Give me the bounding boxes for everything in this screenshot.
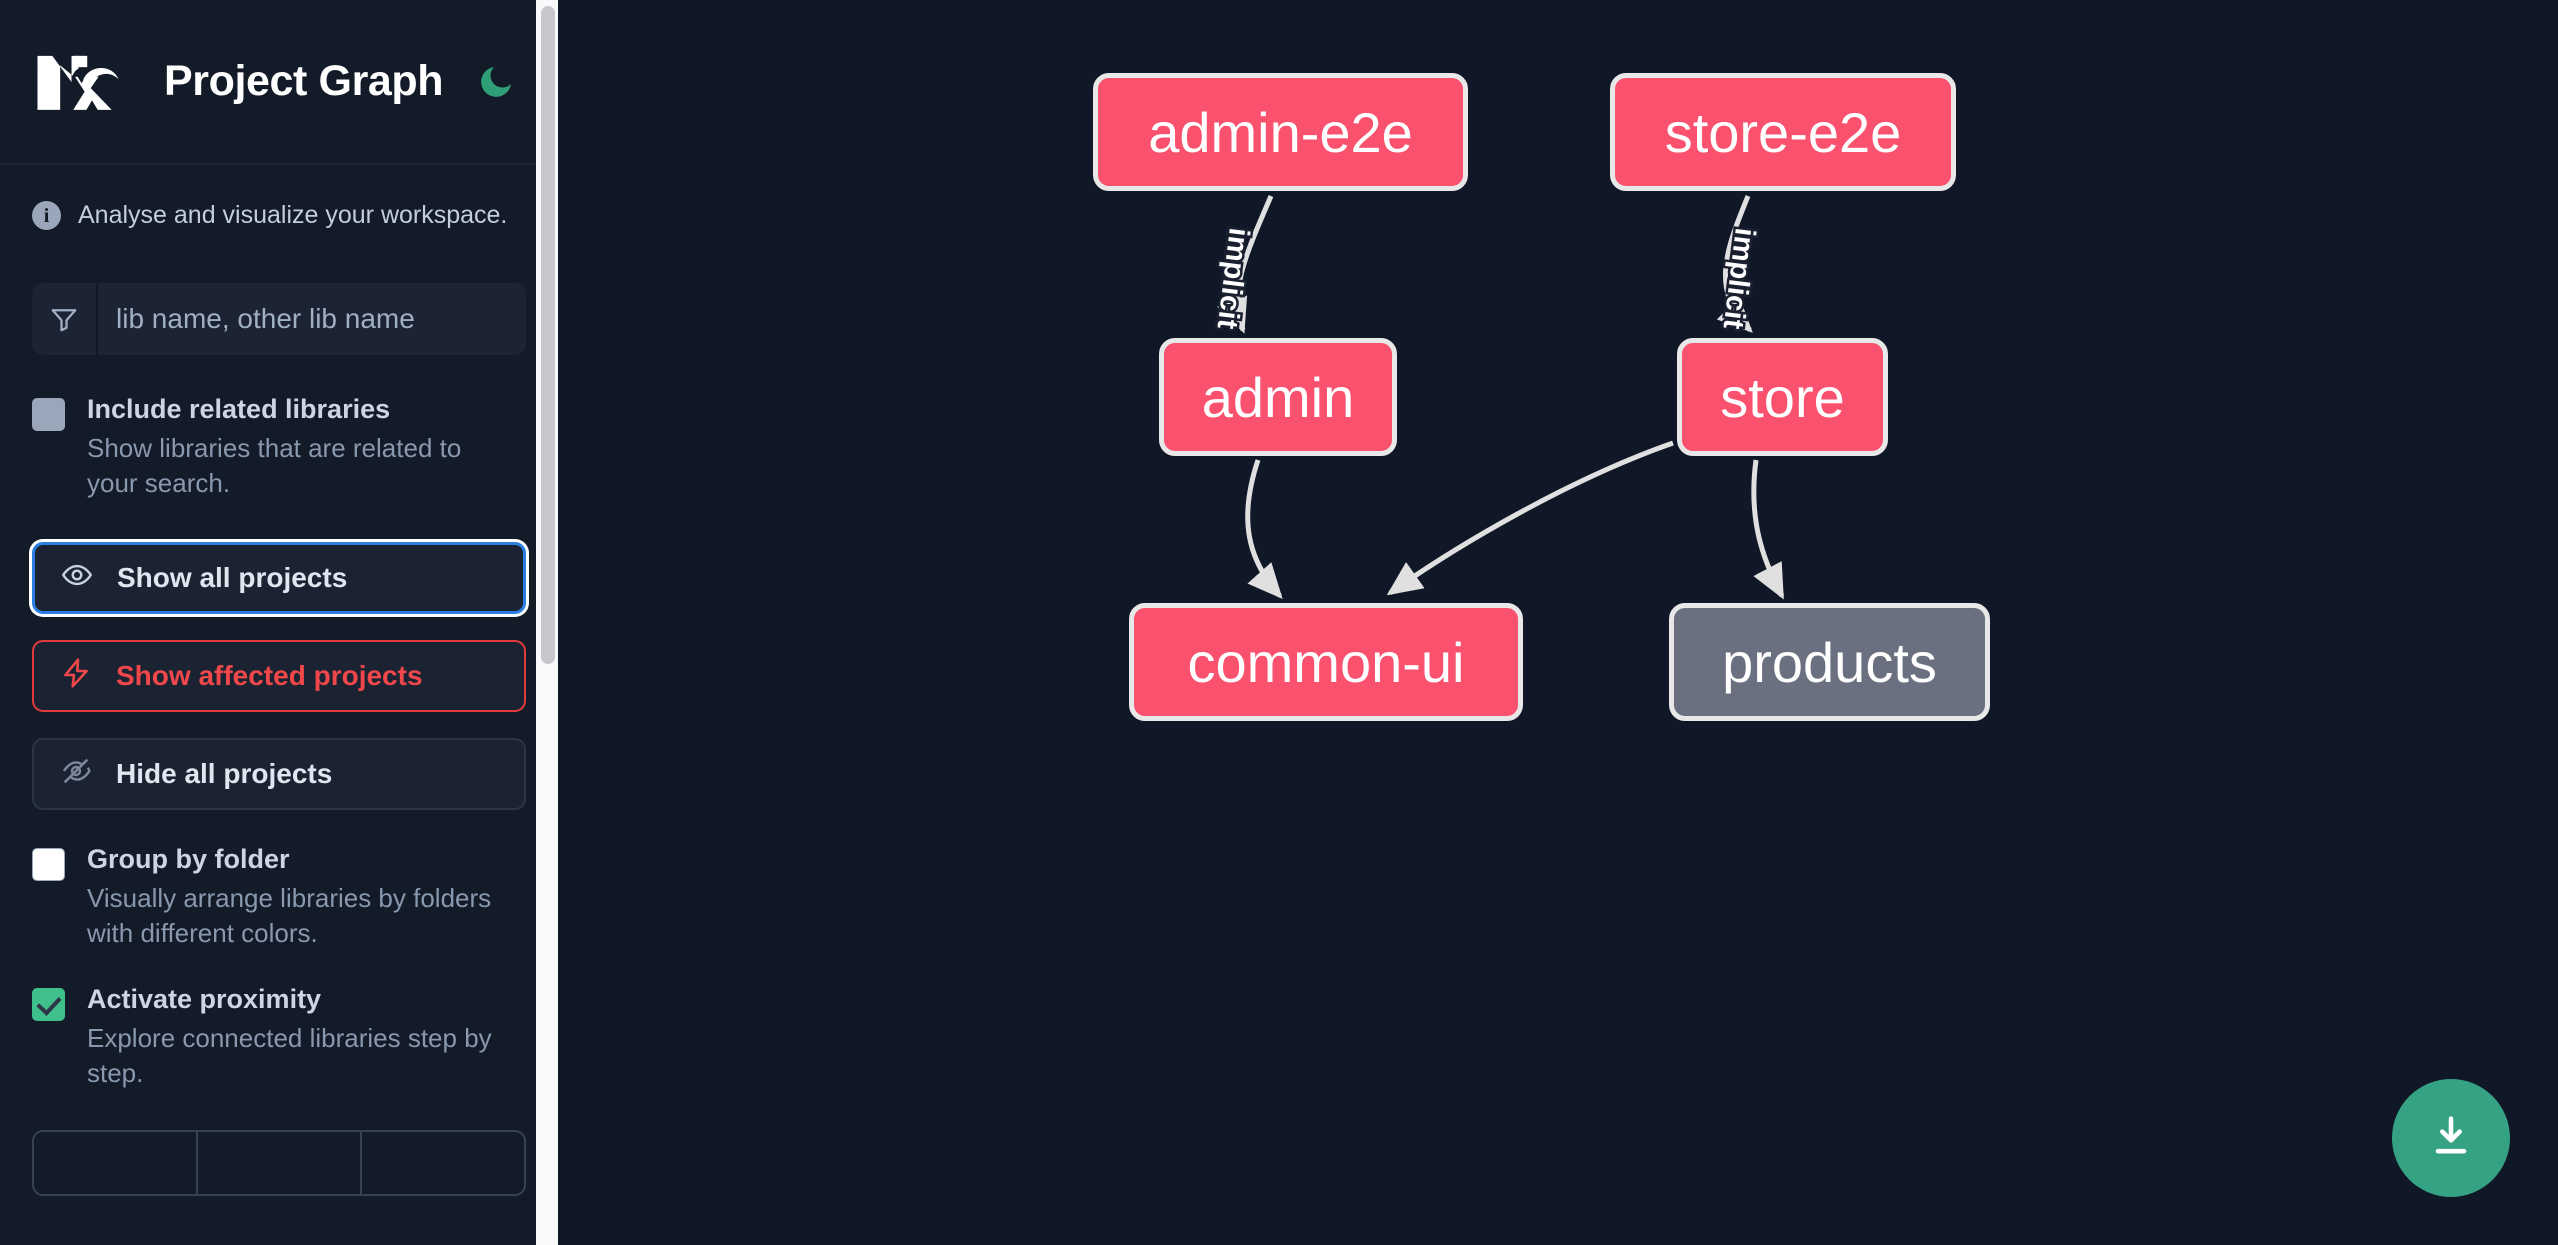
graph-edges: implicit implicit	[1208, 195, 1785, 600]
activate-proximity-checkbox[interactable]	[32, 988, 65, 1022]
info-banner-text: Analyse and visualize your workspace.	[78, 201, 508, 229]
include-related-libraries-checkbox[interactable]	[32, 398, 65, 431]
sidebar-body: i Analyse and visualize your workspace. …	[0, 165, 558, 1197]
edge-admin-to-common-ui	[1245, 459, 1283, 599]
sidebar-header: Project Graph	[0, 0, 558, 165]
graph-node-admin-e2e[interactable]: admin-e2e	[1093, 73, 1468, 191]
include-related-libraries-description: Show libraries that are related to your …	[87, 433, 462, 498]
group-by-folder-row[interactable]: Group by folder Visually arrange librari…	[32, 843, 526, 950]
edge-store-e2e-to-store	[1716, 195, 1753, 333]
edge-admin-e2e-to-admin	[1217, 195, 1274, 334]
page-title: Project Graph	[164, 57, 444, 105]
proximity-segmented-control[interactable]	[32, 1130, 526, 1197]
lightning-icon	[60, 657, 92, 696]
graph-canvas[interactable]: implicit implicit admin-e2e store-e2e admi…	[558, 0, 2558, 1245]
graph-node-admin[interactable]: admin	[1159, 338, 1397, 456]
graph-node-common-ui[interactable]: common-ui	[1129, 603, 1523, 721]
edge-label-implicit-store: implicit	[1717, 226, 1761, 331]
segment-3[interactable]	[362, 1132, 524, 1194]
graph-node-products[interactable]: products	[1669, 603, 1990, 721]
edge-store-to-products	[1751, 459, 1785, 600]
sidebar-scrollbar-thumb[interactable]	[541, 6, 555, 664]
info-banner: i Analyse and visualize your workspace.	[32, 165, 526, 230]
sidebar: Project Graph i Analyse and visualize yo…	[0, 0, 558, 1245]
moon-icon[interactable]	[473, 59, 519, 105]
include-related-libraries-row[interactable]: Include related libraries Show libraries…	[32, 393, 526, 500]
search-input[interactable]	[98, 283, 526, 355]
edge-store-to-common-ui	[1386, 440, 1674, 596]
group-by-folder-description: Visually arrange libraries by folders wi…	[87, 883, 492, 948]
activate-proximity-description: Explore connected libraries step by step…	[87, 1023, 492, 1088]
graph-node-store-e2e[interactable]: store-e2e	[1610, 73, 1956, 191]
show-affected-projects-button[interactable]: Show affected projects	[32, 640, 526, 713]
download-icon	[2425, 1110, 2477, 1167]
project-visibility-buttons: Show all projects Show affected projects	[32, 542, 526, 811]
hide-all-projects-button[interactable]: Hide all projects	[32, 738, 526, 811]
segment-2[interactable]	[198, 1132, 362, 1195]
activate-proximity-row[interactable]: Activate proximity Explore connected lib…	[32, 983, 526, 1090]
sidebar-scrollbar[interactable]	[536, 0, 558, 1245]
group-by-folder-checkbox[interactable]	[32, 848, 65, 882]
filter-search-box[interactable]	[32, 283, 526, 355]
show-affected-projects-label: Show affected projects	[116, 660, 423, 692]
info-icon: i	[32, 201, 61, 230]
download-graph-button[interactable]	[2392, 1079, 2510, 1197]
show-all-projects-label: Show all projects	[117, 562, 348, 594]
nx-logo-icon	[34, 47, 130, 117]
graph-node-store[interactable]: store	[1677, 338, 1888, 456]
show-all-projects-button[interactable]: Show all projects	[32, 542, 526, 615]
edge-labels: implicit implicit	[1208, 224, 1763, 334]
eye-icon	[61, 559, 93, 598]
eye-off-icon	[60, 755, 92, 794]
include-related-libraries-label: Include related libraries	[87, 394, 391, 424]
group-by-folder-label: Group by folder	[87, 844, 290, 875]
activate-proximity-label: Activate proximity	[87, 984, 322, 1015]
edge-label-implicit-admin: implicit	[1211, 226, 1255, 331]
funnel-icon	[32, 283, 98, 355]
segment-1[interactable]	[34, 1132, 198, 1195]
hide-all-projects-label: Hide all projects	[116, 758, 333, 790]
